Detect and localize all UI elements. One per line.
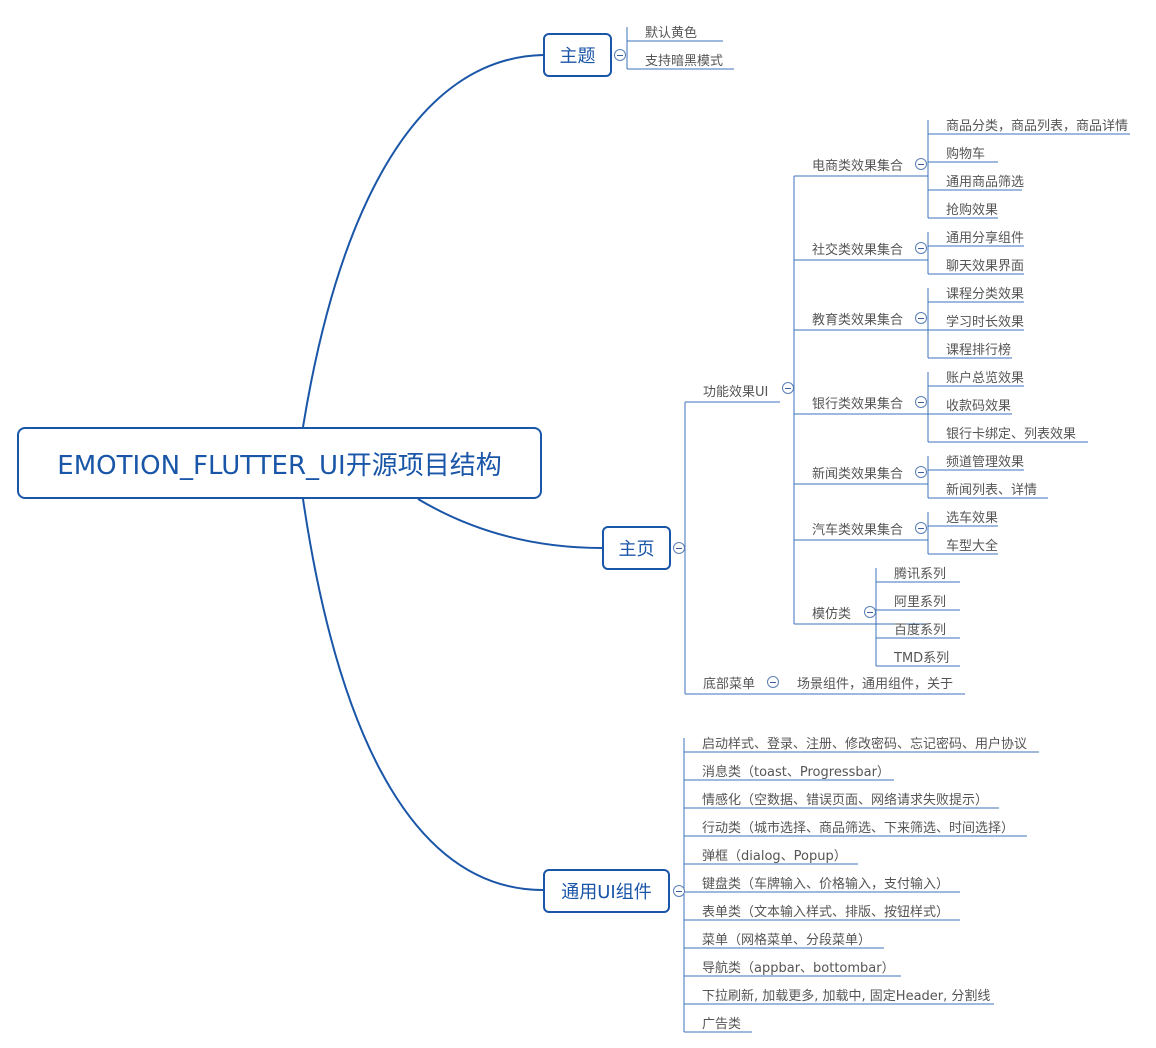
root-topic[interactable]: EMOTION_FLUTTER_UI开源项目结构 [17,427,542,499]
topic-common-ui[interactable]: 通用UI组件 [543,869,670,913]
bottom-menu-leaf[interactable]: 场景组件，通用组件，关于 [797,677,954,692]
collapse-icon-common-ui[interactable] [673,885,685,897]
collapse-icon-home[interactable] [673,542,685,554]
group-leaf[interactable]: 百度系列 [894,623,947,638]
group-leaf[interactable]: 学习时长效果 [946,315,1025,330]
group-leaf[interactable]: 收款码效果 [946,399,1012,414]
collapse-icon-group[interactable] [915,312,927,324]
group-leaf[interactable]: 频道管理效果 [946,455,1025,470]
collapse-icon-theme[interactable] [614,49,626,61]
common-ui-leaf[interactable]: 菜单（网格菜单、分段菜单） [702,933,872,948]
group-leaf[interactable]: TMD系列 [894,651,950,666]
group-node[interactable]: 银行类效果集合 [812,397,904,412]
group-leaf[interactable]: 账户总览效果 [946,371,1025,386]
collapse-icon-bottom-menu[interactable] [767,676,779,688]
collapse-icon-group[interactable] [915,158,927,170]
collapse-icon-functional-ui[interactable] [782,382,794,394]
group-node[interactable]: 模仿类 [812,607,852,622]
common-ui-leaf[interactable]: 情感化（空数据、错误页面、网络请求失败提示） [702,793,989,808]
group-leaf[interactable]: 商品分类，商品列表，商品详情 [946,119,1129,134]
group-leaf[interactable]: 银行卡绑定、列表效果 [946,427,1077,442]
group-node[interactable]: 社交类效果集合 [812,243,904,258]
group-leaf[interactable]: 新闻列表、详情 [946,483,1038,498]
collapse-icon-group[interactable] [915,242,927,254]
common-ui-leaf[interactable]: 行动类（城市选择、商品筛选、下来筛选、时间选择） [702,821,1015,836]
branch-functional-ui[interactable]: 功能效果UI [703,385,769,400]
topic-theme[interactable]: 主题 [543,33,612,77]
group-node[interactable]: 新闻类效果集合 [812,467,904,482]
group-leaf[interactable]: 购物车 [946,147,986,162]
theme-leaf[interactable]: 支持暗黑模式 [645,54,724,69]
group-leaf[interactable]: 通用分享组件 [946,231,1025,246]
group-node[interactable]: 教育类效果集合 [812,313,904,328]
common-ui-leaf[interactable]: 表单类（文本输入样式、排版、按钮样式） [702,905,950,920]
group-leaf[interactable]: 通用商品筛选 [946,175,1025,190]
theme-leaf[interactable]: 默认黄色 [645,26,698,41]
group-leaf[interactable]: 课程分类效果 [946,287,1025,302]
common-ui-leaf[interactable]: 消息类（toast、Progressbar） [702,765,890,780]
common-ui-leaf[interactable]: 启动样式、登录、注册、修改密码、忘记密码、用户协议 [702,737,1028,752]
group-node[interactable]: 汽车类效果集合 [812,523,904,538]
group-leaf[interactable]: 阿里系列 [894,595,947,610]
common-ui-leaf[interactable]: 下拉刷新, 加载更多, 加载中, 固定Header, 分割线 [702,989,991,1004]
collapse-icon-group[interactable] [915,396,927,408]
collapse-icon-group[interactable] [915,522,927,534]
collapse-icon-group[interactable] [864,606,876,618]
group-leaf[interactable]: 聊天效果界面 [946,259,1025,274]
group-leaf[interactable]: 选车效果 [946,511,999,526]
group-leaf[interactable]: 车型大全 [946,539,999,554]
topic-home[interactable]: 主页 [602,526,671,570]
group-leaf[interactable]: 抢购效果 [946,203,999,218]
collapse-icon-group[interactable] [915,466,927,478]
group-leaf[interactable]: 腾讯系列 [894,567,947,582]
common-ui-leaf[interactable]: 弹框（dialog、Popup） [702,849,847,864]
branch-bottom-menu[interactable]: 底部菜单 [703,677,756,692]
group-leaf[interactable]: 课程排行榜 [946,343,1012,358]
common-ui-leaf[interactable]: 导航类（appbar、bottombar） [702,961,895,976]
common-ui-leaf[interactable]: 键盘类（车牌输入、价格输入，支付输入） [702,877,950,892]
common-ui-leaf[interactable]: 广告类 [702,1017,742,1032]
group-node[interactable]: 电商类效果集合 [812,159,904,174]
